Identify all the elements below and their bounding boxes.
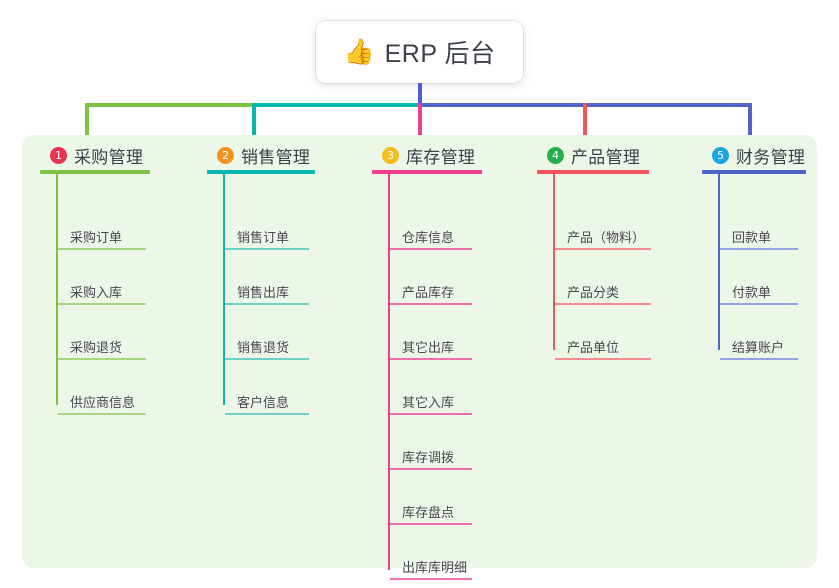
root-node-card[interactable]: 👍 ERP 后台 xyxy=(316,21,523,83)
leaf-item-label[interactable]: 其它入库 xyxy=(402,395,455,410)
column-header-2[interactable]: 2 销售管理 xyxy=(203,142,310,168)
leaf-item-rule xyxy=(225,248,309,250)
column-title: 库存管理 xyxy=(406,147,476,167)
leaf-item-rule xyxy=(720,248,798,250)
leaf-item-rule xyxy=(225,358,309,360)
leaf-item-label[interactable]: 付款单 xyxy=(732,285,772,300)
diagram-panel xyxy=(22,135,817,568)
leaf-item-rule xyxy=(390,248,472,250)
leaf-item-rule xyxy=(58,358,146,360)
column-header-rule xyxy=(702,170,806,174)
leaf-item-label[interactable]: 采购订单 xyxy=(70,230,123,245)
leaf-item-label[interactable]: 销售订单 xyxy=(237,230,290,245)
leaf-item-label[interactable]: 产品库存 xyxy=(402,285,455,300)
column-header-3[interactable]: 3 库存管理 xyxy=(368,142,475,168)
leaf-item-label[interactable]: 其它出库 xyxy=(402,340,455,355)
leaf-item-label[interactable]: 采购退货 xyxy=(70,340,123,355)
leaf-item-rule xyxy=(390,303,472,305)
leaf-item-label[interactable]: 销售出库 xyxy=(237,285,290,300)
leaf-item-label[interactable]: 结算账户 xyxy=(732,340,785,355)
leaf-item-rule xyxy=(390,358,472,360)
leaf-item-rule xyxy=(390,413,472,415)
column-spine xyxy=(223,172,225,405)
column-title: 财务管理 xyxy=(736,147,806,167)
column-2: 2 销售管理销售订单销售出库销售退货客户信息 xyxy=(203,142,315,415)
column-number-badge: 5 xyxy=(712,146,729,164)
leaf-item-rule xyxy=(390,523,472,525)
column-spine xyxy=(718,172,720,350)
root-node-title: ERP 后台 xyxy=(384,40,496,68)
connector-drop-column-4 xyxy=(583,103,587,165)
leaf-item-label[interactable]: 产品（物料） xyxy=(567,230,646,245)
leaf-item-label[interactable]: 产品单位 xyxy=(567,340,620,355)
column-header-rule xyxy=(207,170,315,174)
leaf-item-label[interactable]: 出库库明细 xyxy=(402,560,468,575)
column-header-1[interactable]: 1 采购管理 xyxy=(36,142,143,168)
column-header-rule xyxy=(372,170,482,174)
leaf-item-rule xyxy=(555,248,651,250)
leaf-item-label[interactable]: 库存调拨 xyxy=(402,450,455,465)
connector-bus-teal xyxy=(252,103,420,107)
column-spine xyxy=(56,172,58,405)
leaf-item-label[interactable]: 供应商信息 xyxy=(70,395,136,410)
column-header-rule xyxy=(537,170,649,174)
connector-drop-column-2 xyxy=(252,103,256,165)
column-1: 1 采购管理采购订单采购入库采购退货供应商信息 xyxy=(36,142,150,415)
leaf-item-rule xyxy=(225,303,309,305)
leaf-item-rule xyxy=(390,468,472,470)
column-number-badge: 4 xyxy=(547,146,564,164)
thumbs-up-icon: 👍 xyxy=(343,37,375,66)
column-header-rule xyxy=(40,170,150,174)
leaf-item-label[interactable]: 销售退货 xyxy=(237,340,290,355)
leaf-item-rule xyxy=(720,303,798,305)
leaf-item-rule xyxy=(720,358,798,360)
column-spine xyxy=(388,172,390,570)
column-title: 销售管理 xyxy=(241,147,311,167)
leaf-item-rule xyxy=(58,413,146,415)
leaf-item-label[interactable]: 仓库信息 xyxy=(402,230,455,245)
connector-drop-column-3 xyxy=(418,103,422,165)
column-3: 3 库存管理仓库信息产品库存其它出库其它入库库存调拨库存盘点出库库明细 xyxy=(368,142,482,580)
leaf-item-label[interactable]: 回款单 xyxy=(732,230,772,245)
column-title: 采购管理 xyxy=(74,147,144,167)
leaf-item-label[interactable]: 库存盘点 xyxy=(402,505,455,520)
column-4: 4 产品管理产品（物料） 产品分类产品单位 xyxy=(533,142,651,360)
column-number-badge: 3 xyxy=(382,146,399,164)
connector-drop-column-5 xyxy=(748,103,752,165)
connector-bus-green xyxy=(85,103,254,107)
root-node-content: 👍 ERP 后台 xyxy=(343,34,495,70)
leaf-item-label[interactable]: 采购入库 xyxy=(70,285,123,300)
leaf-item-rule xyxy=(555,358,651,360)
leaf-item-rule xyxy=(390,578,472,580)
leaf-item-label[interactable]: 产品分类 xyxy=(567,285,620,300)
column-spine xyxy=(553,172,555,350)
connector-drop-column-1 xyxy=(85,103,89,165)
column-number-badge: 1 xyxy=(50,146,67,164)
column-title: 产品管理 xyxy=(571,147,641,167)
column-header-5[interactable]: 5 财务管理 xyxy=(698,142,805,168)
column-5: 5 财务管理回款单付款单结算账户 xyxy=(698,142,806,360)
column-header-4[interactable]: 4 产品管理 xyxy=(533,142,640,168)
leaf-item-rule xyxy=(225,413,309,415)
leaf-item-label[interactable]: 客户信息 xyxy=(237,395,290,410)
column-number-badge: 2 xyxy=(217,146,234,164)
connector-trunk xyxy=(418,83,422,107)
leaf-item-rule xyxy=(555,303,651,305)
leaf-item-rule xyxy=(58,248,146,250)
leaf-item-rule xyxy=(58,303,146,305)
